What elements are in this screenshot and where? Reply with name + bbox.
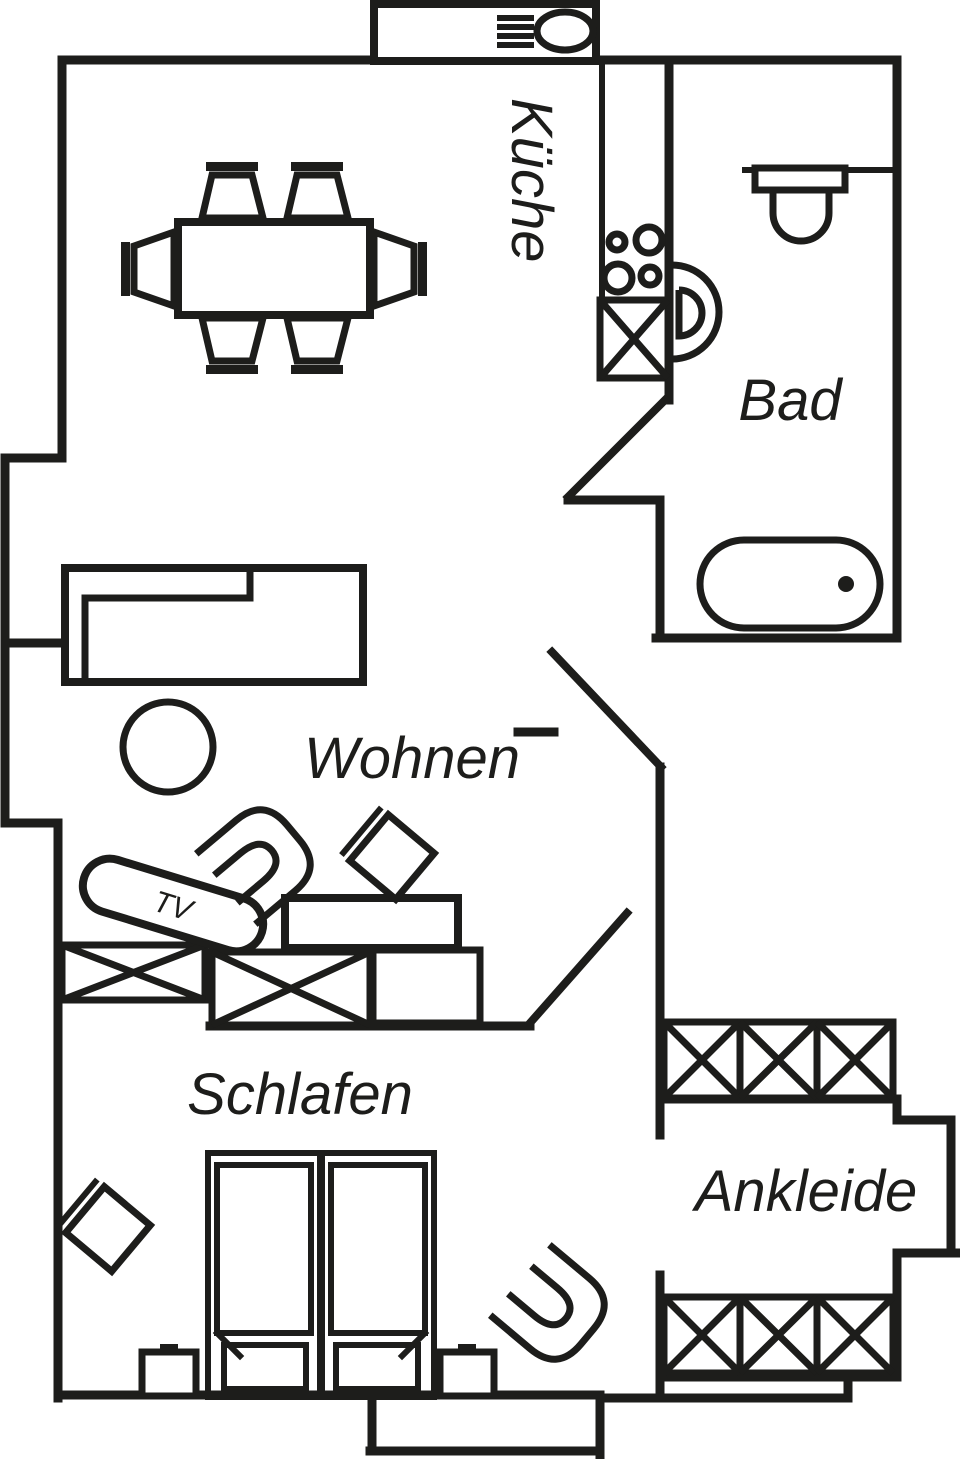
label-bad: Bad <box>738 368 843 433</box>
washbasin-icon <box>671 261 723 363</box>
round-table <box>119 698 217 796</box>
door-swing-corridor <box>546 646 667 773</box>
radiator-icon <box>497 15 534 48</box>
door-swing-bad <box>562 394 671 503</box>
dining-table <box>174 218 374 319</box>
cabinet-plain <box>369 946 484 1027</box>
cooktop-icon <box>600 223 666 296</box>
hallway-armchair <box>488 1242 608 1363</box>
bed-right <box>319 1150 437 1400</box>
washing-machine-icon <box>533 8 597 54</box>
side-table <box>339 805 440 905</box>
door-swing-schlafen <box>524 907 633 1029</box>
bedroom-chair <box>55 1177 156 1277</box>
wardrobe-top <box>660 1018 897 1102</box>
label-kueche: Küche <box>499 98 564 262</box>
nightstand-left <box>138 1344 200 1400</box>
tv-lowboard <box>58 941 209 1004</box>
tv-unit: TV <box>78 854 268 956</box>
bathtub <box>696 536 884 632</box>
label-wohnen: Wohnen <box>304 726 520 791</box>
bed-left <box>205 1150 323 1400</box>
sofa <box>281 894 462 952</box>
appliance-niche <box>370 0 600 65</box>
label-schlafen: Schlafen <box>187 1062 413 1127</box>
toilet-icon <box>742 164 896 245</box>
cabinet-x <box>208 948 374 1029</box>
kitchen-sink <box>596 296 672 382</box>
armchair <box>194 806 314 927</box>
sideboard <box>61 564 367 686</box>
nightstand-right <box>436 1344 498 1400</box>
dining-chairs <box>121 162 427 374</box>
wardrobe-bottom <box>660 1293 897 1377</box>
label-ankleide: Ankleide <box>692 1159 917 1224</box>
room-labels: Küche Bad Wohnen Schlafen Ankleide <box>187 98 917 1224</box>
